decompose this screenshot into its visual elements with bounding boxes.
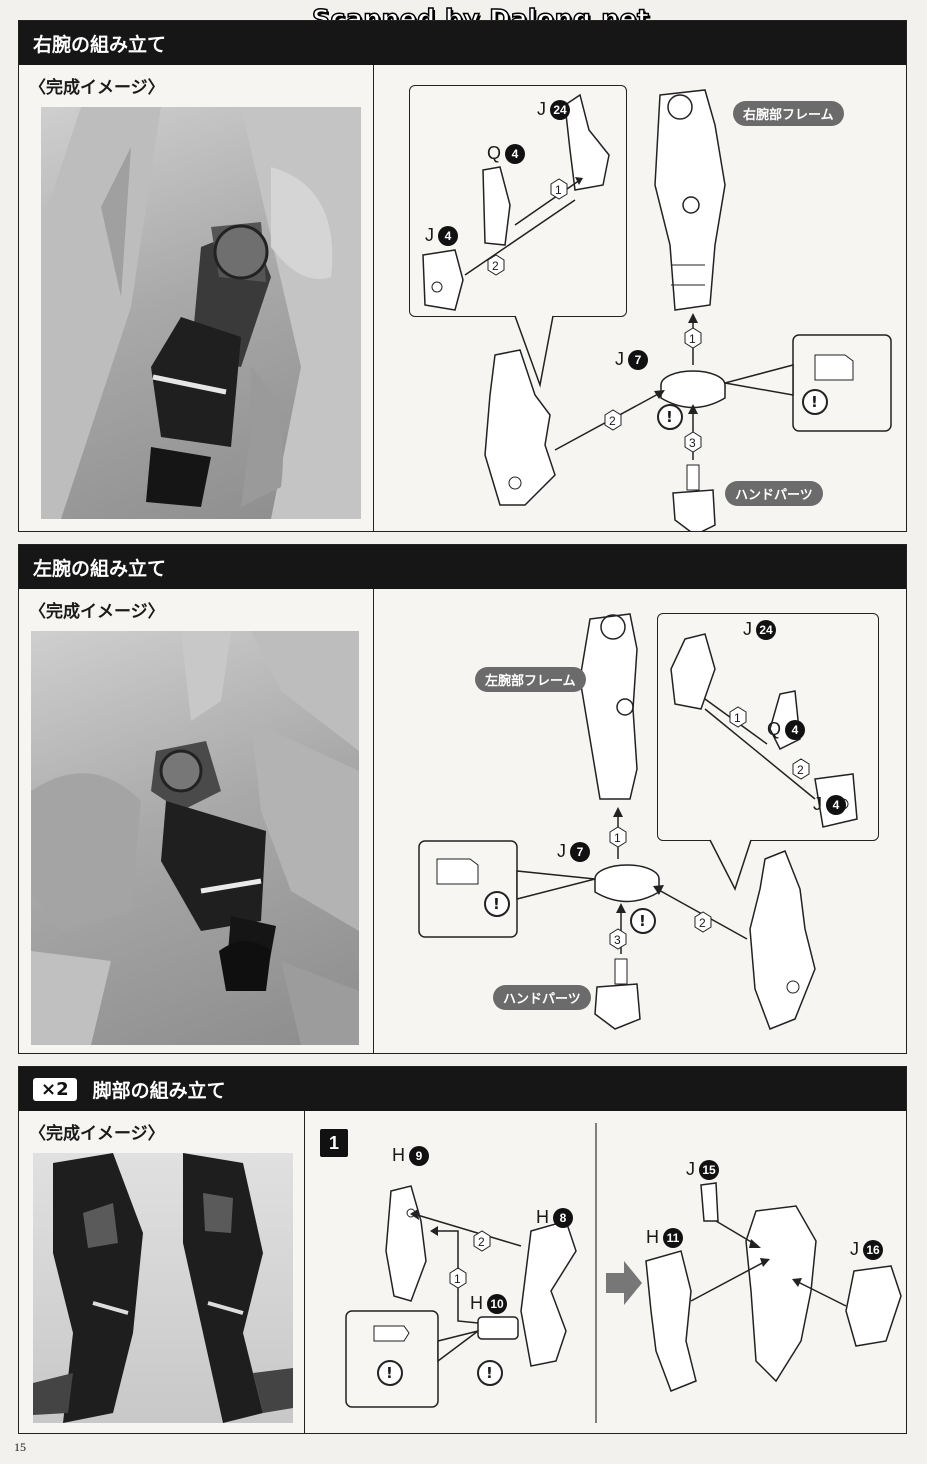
caution-mark: ! [811,393,818,411]
step-number: 1 [454,1272,461,1286]
step-number-box: 1 [320,1129,348,1157]
left-arm-title: 左腕の組み立て [33,557,167,580]
left-arm-section: 左腕の組み立て 〈完成イメージ〉 [18,544,907,1054]
caution-mark: ! [486,1364,493,1382]
frame-label: 右腕部フレーム [733,101,844,126]
step-number: 2 [478,1235,485,1249]
legs-image-label: 〈完成イメージ〉 [29,1124,165,1144]
step-number: 2 [492,259,499,273]
hand-parts-label: ハンドパーツ [725,481,823,506]
frame-label: 左腕部フレーム [475,667,586,692]
left-arm-image-panel: 〈完成イメージ〉 [19,589,374,1053]
legs-title: 脚部の組み立て [92,1079,226,1102]
caution-mark: ! [493,895,500,913]
hand-parts-label: ハンドパーツ [493,985,591,1010]
step-number: 3 [614,933,621,947]
legs-image-panel: 〈完成イメージ〉 [19,1111,305,1433]
step-number: 1 [614,831,621,845]
right-arm-image-label: 〈完成イメージ〉 [29,78,165,98]
step-hex-1a [550,178,568,200]
legs-completed-photo [33,1153,293,1423]
legs-header: ×2 脚部の組み立て [19,1067,906,1111]
left-arm-image-label: 〈完成イメージ〉 [29,602,165,622]
step-number: 1 [689,332,696,346]
legs-diagram: 1 [306,1111,906,1433]
caution-mark: ! [639,912,646,930]
step-number: 2 [797,763,804,777]
step-number: 1 [734,711,741,725]
caution-mark: ! [386,1364,393,1382]
right-arm-section: 右腕の組み立て 〈完成イメージ〉 [18,20,907,532]
right-arm-image-panel: 〈完成イメージ〉 [19,65,374,531]
step-number: 1 [555,183,562,197]
caution-mark: ! [666,408,673,426]
step-number: 2 [699,916,706,930]
right-arm-header: 右腕の組み立て [19,21,906,65]
right-arm-title: 右腕の組み立て [33,33,167,56]
page-number: 15 [14,1440,26,1454]
right-arm-completed-photo [41,107,361,519]
left-arm-completed-photo [31,631,359,1045]
step-hex-2a [487,254,505,276]
left-arm-header: 左腕の組み立て [19,545,906,589]
step-number: 3 [689,436,696,450]
legs-section: ×2 脚部の組み立て 〈完成イメージ〉 1 [18,1066,907,1434]
quantity-badge: ×2 [33,1077,77,1101]
step-number: 2 [609,414,616,428]
